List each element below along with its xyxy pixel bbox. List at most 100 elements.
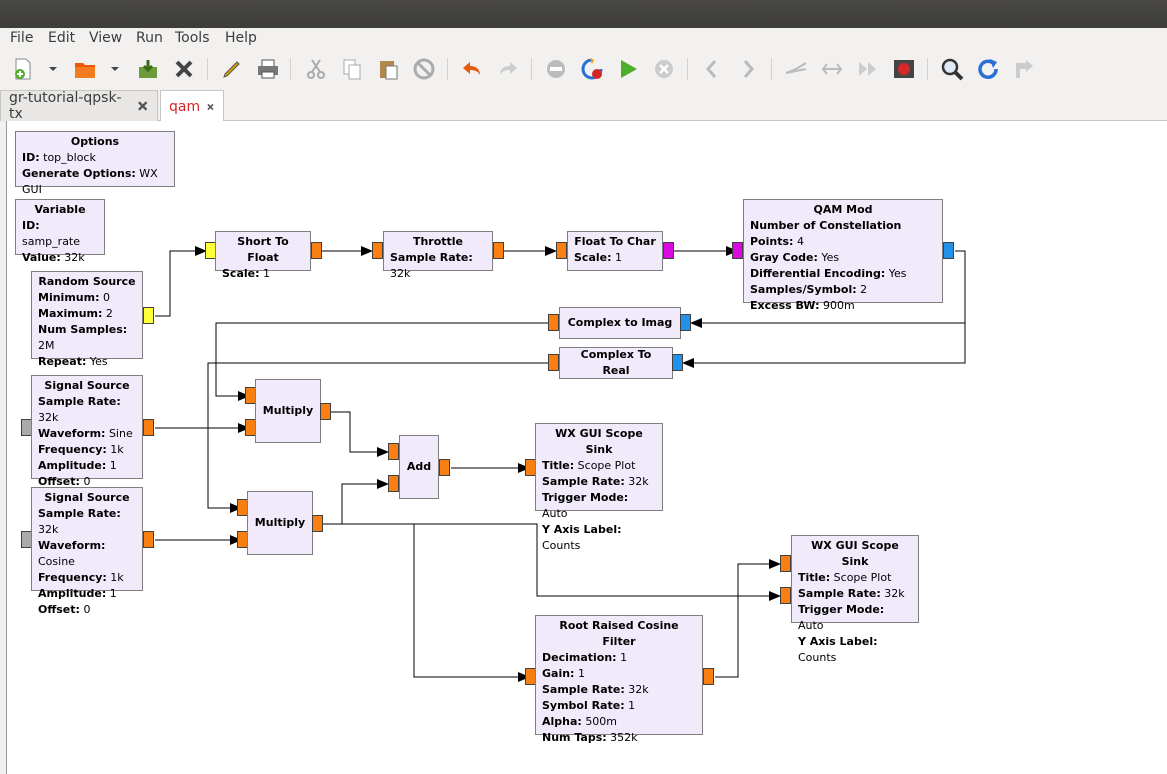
toolbar-separator bbox=[447, 58, 448, 80]
block-param: Frequency: 1k bbox=[38, 571, 124, 584]
print-icon[interactable] bbox=[255, 56, 281, 82]
move-icon[interactable] bbox=[1011, 56, 1037, 82]
output-port[interactable] bbox=[320, 403, 331, 420]
connection-multiply2-to-rrc bbox=[413, 524, 530, 682]
edit-icon[interactable] bbox=[219, 56, 245, 82]
block-title: Multiply bbox=[262, 404, 314, 417]
input-port[interactable] bbox=[780, 587, 791, 604]
block-param: Minimum: 0 bbox=[38, 291, 110, 304]
tab-qam[interactable]: qam bbox=[160, 90, 224, 122]
cut-icon[interactable] bbox=[303, 56, 329, 82]
disable-icon[interactable] bbox=[543, 56, 569, 82]
enable-icon[interactable] bbox=[819, 56, 845, 82]
output-port[interactable] bbox=[143, 307, 154, 324]
toolbar-separator bbox=[927, 58, 928, 80]
redo-icon[interactable] bbox=[495, 56, 521, 82]
block-throttle[interactable]: Throttle Sample Rate: 32k bbox=[383, 231, 493, 280]
input-port[interactable] bbox=[372, 242, 383, 259]
close-tab-icon[interactable] bbox=[206, 100, 215, 114]
block-float-to-char[interactable]: Float To Char Scale: 1 bbox=[567, 231, 663, 271]
block-param: Alpha: 500m bbox=[542, 715, 618, 728]
block-options[interactable]: Options ID: top_block Generate Options: … bbox=[15, 131, 175, 196]
input-port[interactable] bbox=[388, 475, 399, 492]
block-param: Amplitude: 1 bbox=[38, 459, 117, 472]
new-file-icon[interactable] bbox=[10, 56, 36, 82]
kill-icon[interactable] bbox=[891, 56, 917, 82]
delete-icon[interactable] bbox=[411, 56, 437, 82]
paste-icon[interactable] bbox=[375, 56, 401, 82]
block-root-raised-cosine-filter[interactable]: Root Raised Cosine Filter Decimation: 1 … bbox=[535, 615, 703, 744]
undo-icon[interactable] bbox=[459, 56, 485, 82]
input-port[interactable] bbox=[388, 443, 399, 460]
block-signal-source-sine[interactable]: Signal Source Sample Rate: 32k Waveform:… bbox=[31, 375, 143, 488]
block-param: Sample Rate: 32k bbox=[542, 475, 649, 488]
input-port[interactable] bbox=[732, 242, 743, 259]
flowgraph-canvas[interactable]: Options ID: top_block Generate Options: … bbox=[6, 121, 1167, 774]
close-tab-icon[interactable] bbox=[136, 99, 149, 113]
menu-edit[interactable]: Edit bbox=[48, 30, 76, 46]
connection-multiply2-to-scope2 bbox=[342, 523, 781, 601]
input-port[interactable] bbox=[680, 314, 691, 331]
block-complex-to-real[interactable]: Complex To Real bbox=[559, 347, 673, 379]
execute-icon[interactable] bbox=[615, 56, 641, 82]
reload-icon[interactable] bbox=[975, 56, 1001, 82]
find-icon[interactable] bbox=[939, 56, 965, 82]
block-title: Signal Source bbox=[44, 379, 130, 392]
output-port[interactable] bbox=[943, 242, 954, 259]
block-param: Num Samples: 2M bbox=[38, 323, 128, 352]
save-icon[interactable] bbox=[135, 56, 161, 82]
copy-icon[interactable] bbox=[339, 56, 365, 82]
menu-run[interactable]: Run bbox=[136, 30, 163, 46]
forward-icon[interactable] bbox=[855, 56, 881, 82]
block-complex-to-imag[interactable]: Complex to Imag bbox=[559, 307, 681, 339]
block-wx-gui-scope-sink-2[interactable]: WX GUI Scope Sink Title: Scope Plot Samp… bbox=[791, 535, 919, 664]
block-variable[interactable]: Variable ID: samp_rate Value: 32k bbox=[15, 199, 105, 264]
block-title: Multiply bbox=[254, 516, 306, 529]
open-file-icon[interactable] bbox=[72, 56, 98, 82]
output-port[interactable] bbox=[703, 668, 714, 685]
output-port[interactable] bbox=[439, 459, 450, 476]
output-port[interactable] bbox=[311, 242, 322, 259]
output-port[interactable] bbox=[548, 354, 559, 371]
close-icon[interactable] bbox=[171, 56, 197, 82]
output-port[interactable] bbox=[493, 242, 504, 259]
block-param: Gray Code: Yes bbox=[750, 251, 840, 264]
block-wx-gui-scope-sink-1[interactable]: WX GUI Scope Sink Title: Scope Plot Samp… bbox=[535, 423, 663, 552]
menu-view[interactable]: View bbox=[89, 30, 123, 46]
rotate-right-icon[interactable] bbox=[735, 56, 761, 82]
input-port[interactable] bbox=[556, 242, 567, 259]
block-param: Trigger Mode: Auto bbox=[798, 603, 885, 632]
menu-bar: File Edit View Run Tools Help bbox=[0, 28, 1167, 50]
output-port[interactable] bbox=[312, 515, 323, 532]
block-multiply-2[interactable]: Multiply bbox=[247, 491, 313, 555]
input-port[interactable] bbox=[672, 354, 683, 371]
block-param: Scale: 1 bbox=[222, 267, 270, 280]
menu-file[interactable]: File bbox=[10, 30, 34, 46]
chevron-down-icon[interactable] bbox=[109, 63, 121, 75]
tab-gr-tutorial-qpsk-tx[interactable]: gr-tutorial-qpsk-tx bbox=[0, 90, 158, 122]
output-port[interactable] bbox=[143, 531, 154, 548]
output-port[interactable] bbox=[663, 242, 674, 259]
input-port[interactable] bbox=[780, 555, 791, 572]
output-port[interactable] bbox=[548, 314, 559, 331]
output-port[interactable] bbox=[143, 419, 154, 436]
block-short-to-float[interactable]: Short To Float Scale: 1 bbox=[215, 231, 311, 280]
block-param: Symbol Rate: 1 bbox=[542, 699, 636, 712]
block-multiply-1[interactable]: Multiply bbox=[255, 379, 321, 443]
rotate-left-icon[interactable] bbox=[699, 56, 725, 82]
bypass-icon[interactable] bbox=[783, 56, 809, 82]
stop-icon[interactable] bbox=[651, 56, 677, 82]
block-random-source[interactable]: Random Source Minimum: 0 Maximum: 2 Num … bbox=[31, 271, 143, 368]
block-title: WX GUI Scope Sink bbox=[811, 539, 899, 568]
menu-tools[interactable]: Tools bbox=[175, 30, 210, 46]
menu-help[interactable]: Help bbox=[225, 30, 257, 46]
chevron-down-icon[interactable] bbox=[47, 63, 59, 75]
block-qam-mod[interactable]: QAM Mod Number of Constellation Points: … bbox=[743, 199, 943, 312]
connection-layer bbox=[155, 246, 966, 682]
block-param: Y Axis Label: Counts bbox=[542, 523, 622, 552]
block-title: Short To Float bbox=[237, 235, 289, 264]
generate-icon[interactable] bbox=[579, 56, 605, 82]
block-param: Sample Rate: 32k bbox=[390, 251, 473, 280]
block-add[interactable]: Add bbox=[399, 435, 439, 499]
block-signal-source-cosine[interactable]: Signal Source Sample Rate: 32k Waveform:… bbox=[31, 487, 143, 616]
